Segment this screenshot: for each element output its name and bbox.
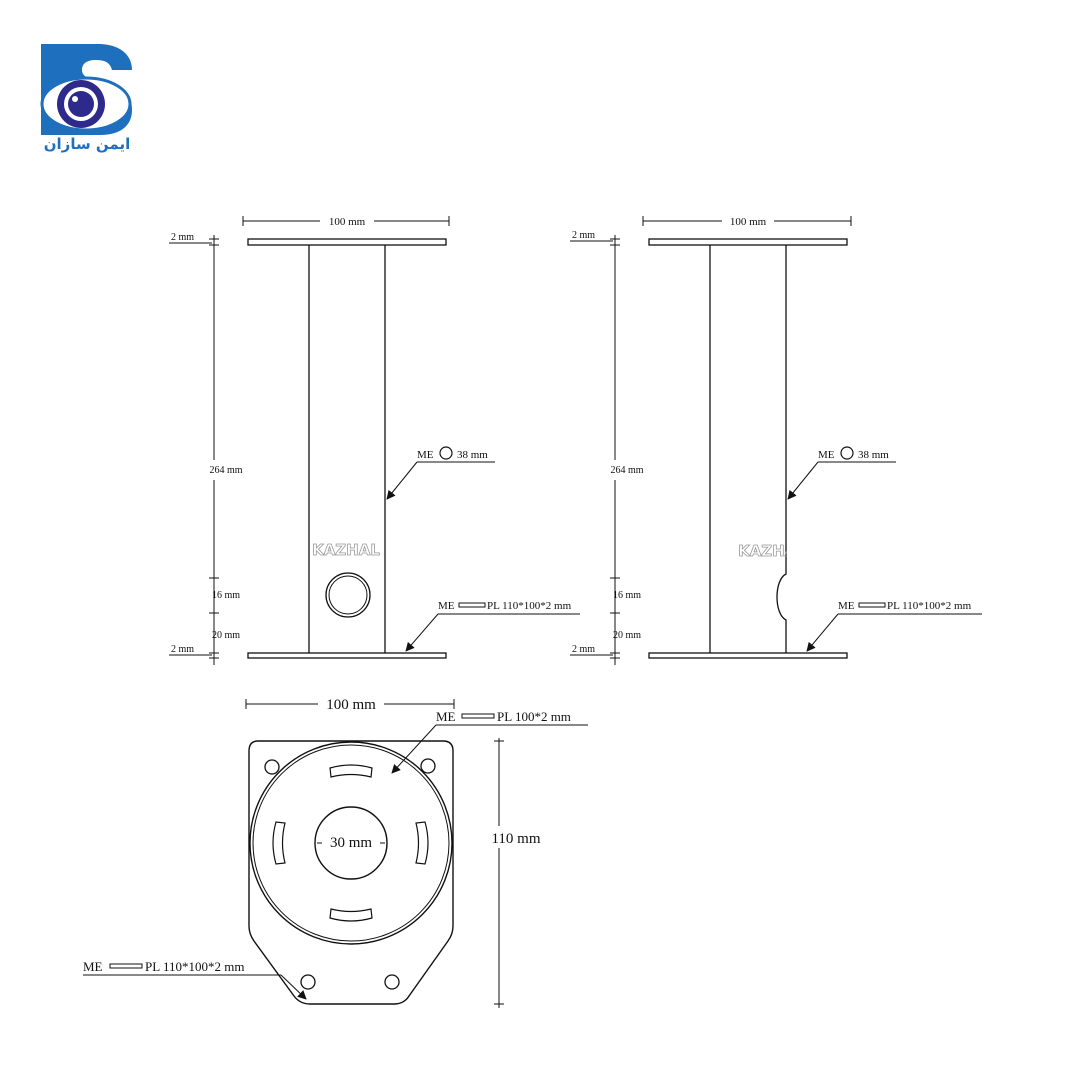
top-center-hole [314, 806, 388, 880]
front-top-plate-label: 2 mm [171, 232, 194, 243]
front-bottom-plate-label: 2 mm [171, 644, 194, 655]
front-watermark: KAZHAL [312, 541, 380, 559]
side-pipe-callout-symbol [840, 446, 854, 460]
bottom-plate-callout-prefix: ME [83, 959, 103, 974]
bottom-plate-callout: PL 110*100*2 mm [145, 959, 244, 974]
eye-glint [72, 96, 78, 102]
front-plate-callout-prefix: ME [438, 600, 455, 612]
top-slot [272, 821, 286, 865]
side-bottom-plate-label: 2 mm [572, 644, 595, 655]
side-pipe-right [776, 245, 787, 653]
front-pipe-callout-symbol [439, 446, 453, 460]
side-plate-callout-prefix: ME [838, 600, 855, 612]
side-plate-callout: PL 110*100*2 mm [887, 600, 972, 612]
front-width-label: 100 mm [329, 216, 366, 228]
top-slot [329, 764, 373, 778]
top-plate-callout-prefix: ME [436, 709, 456, 724]
top-slot [415, 821, 429, 865]
front-plate-callout: PL 110*100*2 mm [487, 600, 572, 612]
side-base-gap-label: 20 mm [613, 630, 641, 641]
front-hole-label: 16 mm [212, 590, 240, 601]
top-round-plate-inner [252, 744, 450, 942]
top-view: 100 mm 30 mm 110 mm ME PL 100*2 mm [83, 697, 588, 1008]
front-pipe-callout-prefix: ME [417, 449, 434, 461]
top-bolt-hole [264, 759, 280, 775]
top-bolt-hole [420, 758, 436, 774]
front-top-plate [247, 238, 447, 246]
side-bottom-plate [648, 652, 848, 659]
side-view: 100 mm KAZHAL 2 mm 264 mm 16 mm 20 mm 2 … [570, 216, 982, 665]
side-top-plate [648, 238, 848, 246]
front-pipe-callout: 38 mm [457, 449, 488, 461]
side-top-plate-label: 2 mm [572, 230, 595, 241]
side-height-label: 264 mm [610, 465, 643, 476]
bottom-plate-callout-symbol [109, 963, 143, 969]
top-plate-callout: PL 100*2 mm [497, 709, 571, 724]
top-plate-callout-symbol [461, 713, 495, 719]
front-view: 100 mm KAZHAL 2 mm 264 mm 16 mm 20 mm 2 … [169, 216, 580, 665]
top-center-hole-label: 30 mm [330, 835, 372, 851]
top-width-label: 100 mm [326, 697, 376, 713]
top-round-plate [249, 741, 453, 945]
front-plate-callout-symbol [458, 602, 486, 608]
eye-pupil [68, 91, 94, 117]
front-hole-outer [325, 572, 371, 618]
top-plate-outline [248, 740, 454, 1005]
company-logo: ایمن سازان [40, 44, 132, 153]
side-pipe-callout: 38 mm [858, 449, 889, 461]
front-hole-inner [328, 575, 368, 615]
side-hole-label: 16 mm [613, 590, 641, 601]
top-bolt-hole [300, 974, 316, 990]
front-height-label: 264 mm [209, 465, 242, 476]
top-slot [329, 908, 373, 922]
logo-text: ایمن سازان [44, 135, 131, 153]
front-bottom-plate [247, 652, 447, 659]
side-pipe-callout-prefix: ME [818, 449, 835, 461]
top-bolt-hole [384, 974, 400, 990]
front-base-gap-label: 20 mm [212, 630, 240, 641]
top-height-label: 110 mm [491, 831, 540, 847]
side-plate-callout-symbol [858, 602, 886, 608]
side-width-label: 100 mm [730, 216, 767, 228]
